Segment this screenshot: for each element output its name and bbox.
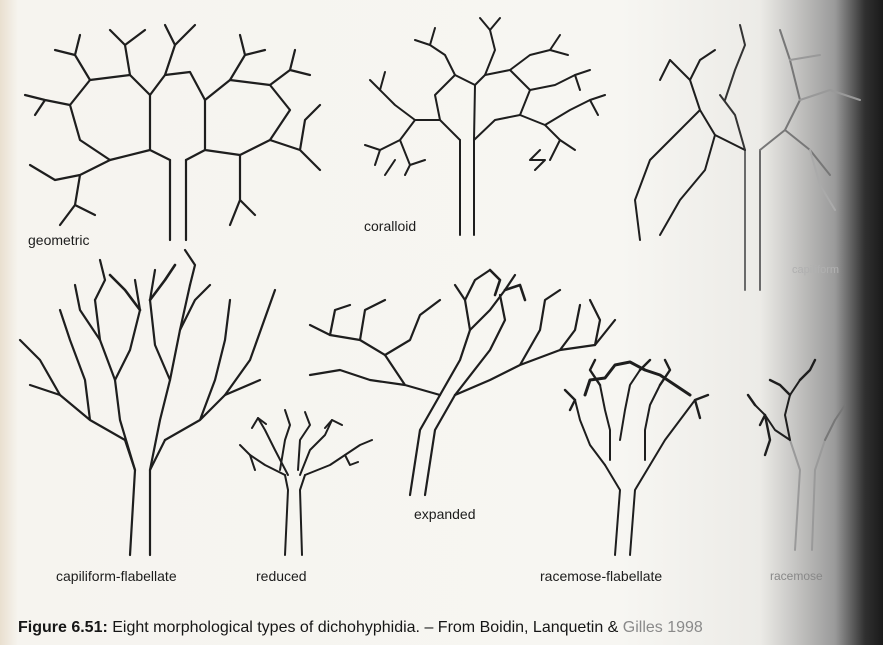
caption-text: Eight morphological types of dichohyphid… bbox=[108, 619, 623, 636]
figure-caption: Figure 6.51: Eight morphological types o… bbox=[18, 618, 703, 638]
caption-number: Figure 6.51: bbox=[18, 619, 108, 636]
caption-faded-tail: Gilles 1998 bbox=[623, 619, 703, 636]
label-racemose: racemose bbox=[770, 568, 823, 584]
label-capiliform-flabellate: capiliform-flabellate bbox=[56, 568, 177, 584]
label-capiliform: capiliform bbox=[792, 262, 839, 278]
drawing-reduced bbox=[240, 410, 372, 555]
drawing-geometric bbox=[25, 25, 320, 240]
label-geometric: geometric bbox=[28, 232, 89, 248]
drawing-capiliform-flabellate bbox=[20, 250, 275, 555]
drawing-capiliform bbox=[635, 25, 860, 290]
drawing-expanded bbox=[310, 270, 615, 495]
drawing-racemose bbox=[748, 360, 845, 550]
label-racemose-flabellate: racemose-flabellate bbox=[540, 568, 662, 584]
label-coralloid: coralloid bbox=[364, 218, 416, 234]
drawing-racemose-flabellate bbox=[565, 360, 708, 555]
drawing-coralloid bbox=[365, 18, 605, 235]
label-reduced: reduced bbox=[256, 568, 307, 584]
label-expanded: expanded bbox=[414, 506, 476, 522]
